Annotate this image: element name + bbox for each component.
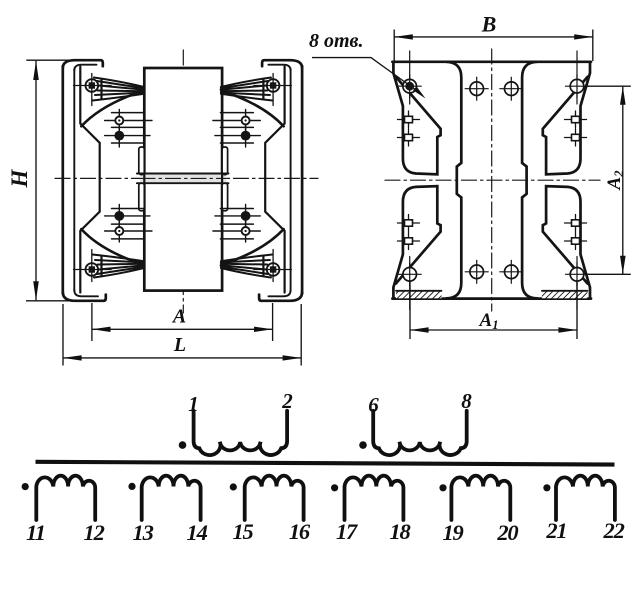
- svg-text:8 отв.: 8 отв.: [309, 30, 364, 52]
- svg-text:14: 14: [187, 520, 208, 545]
- svg-text:15: 15: [232, 519, 253, 544]
- svg-text:20: 20: [496, 520, 518, 545]
- svg-text:16: 16: [289, 519, 311, 544]
- svg-text:2: 2: [281, 389, 293, 413]
- svg-text:21: 21: [545, 518, 566, 543]
- svg-text:19: 19: [442, 520, 463, 545]
- svg-text:22: 22: [603, 518, 625, 543]
- svg-text:1: 1: [188, 392, 199, 416]
- svg-text:8: 8: [461, 389, 472, 413]
- svg-text:H: H: [7, 168, 32, 188]
- svg-text:11: 11: [26, 520, 45, 545]
- svg-text:A: A: [171, 306, 186, 328]
- svg-text:17: 17: [336, 519, 358, 544]
- svg-text:L: L: [173, 334, 186, 356]
- svg-text:B: B: [481, 12, 497, 37]
- svg-text:12: 12: [84, 520, 105, 545]
- svg-text:18: 18: [389, 519, 410, 544]
- svg-text:6: 6: [368, 393, 379, 417]
- svg-text:13: 13: [133, 520, 154, 545]
